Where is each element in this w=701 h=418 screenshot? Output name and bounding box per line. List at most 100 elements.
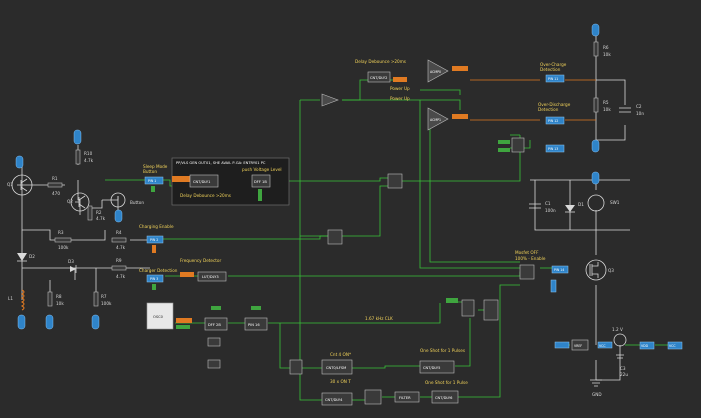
q1-top-pin[interactable] bbox=[15, 155, 24, 169]
transistor-q1[interactable] bbox=[11, 174, 33, 196]
mosfet-q3[interactable] bbox=[585, 259, 607, 281]
resistor-r9[interactable] bbox=[111, 265, 127, 271]
panel-in-tag[interactable] bbox=[172, 176, 190, 182]
resistor-r8[interactable] bbox=[47, 291, 53, 307]
resistor-r1[interactable] bbox=[47, 182, 63, 188]
lut-green-tag[interactable] bbox=[446, 298, 458, 303]
charging-enable-label: Charging Enable bbox=[139, 224, 174, 229]
cnt-top-out-tag[interactable] bbox=[393, 77, 407, 82]
r10-label: R10 bbox=[84, 151, 93, 156]
vcc-label-block[interactable] bbox=[597, 341, 613, 349]
freq-in-tag[interactable] bbox=[180, 272, 194, 277]
acmp1-triangle[interactable] bbox=[427, 107, 449, 131]
resistor-r5[interactable] bbox=[593, 97, 599, 113]
osc-out-tag-2[interactable] bbox=[176, 325, 190, 329]
lut-frequency-block[interactable] bbox=[197, 271, 227, 282]
vcc-top-pin[interactable] bbox=[591, 23, 600, 37]
r6-value: 10k bbox=[603, 52, 611, 57]
dff-top-tag[interactable] bbox=[211, 306, 221, 310]
inductor-l1[interactable] bbox=[20, 289, 25, 311]
panel-green-tab[interactable] bbox=[258, 189, 262, 201]
lut-bottom-middle[interactable] bbox=[364, 389, 382, 405]
resistor-r2[interactable] bbox=[87, 205, 93, 221]
acmp1-out-tag[interactable] bbox=[452, 114, 468, 119]
vref-block[interactable] bbox=[571, 339, 589, 351]
pin-block-13[interactable] bbox=[545, 144, 565, 153]
lut-mid-left[interactable] bbox=[327, 229, 343, 245]
c3-value: 22u bbox=[620, 372, 628, 377]
lut-bottom-left[interactable] bbox=[289, 359, 303, 375]
small-block-1[interactable] bbox=[207, 337, 221, 347]
cnt-dly-panel-block[interactable] bbox=[189, 174, 219, 188]
c2-value: 10n bbox=[636, 111, 644, 116]
osc-out-tag[interactable] bbox=[176, 318, 192, 323]
pin-block-charger-det[interactable] bbox=[146, 274, 164, 283]
motor-sw1-icon[interactable] bbox=[587, 194, 605, 212]
pin2-text: PIN 2 bbox=[150, 238, 158, 242]
diode-d2[interactable] bbox=[17, 253, 27, 261]
transistor-q2[interactable] bbox=[70, 192, 90, 212]
dff-right-block[interactable] bbox=[244, 317, 268, 331]
dff-panel-block[interactable] bbox=[251, 174, 271, 188]
pin2-tab[interactable] bbox=[152, 245, 156, 253]
resistor-r3[interactable] bbox=[54, 237, 72, 243]
dff-right-top-tag[interactable] bbox=[251, 306, 261, 310]
capacitor-c1[interactable] bbox=[529, 203, 541, 209]
lut-bottom-right[interactable] bbox=[461, 299, 475, 317]
capacitor-c3[interactable] bbox=[616, 354, 624, 359]
buffer-triangle[interactable] bbox=[321, 93, 339, 107]
cnt-fsm-block[interactable] bbox=[321, 359, 353, 375]
l1-pin[interactable] bbox=[17, 314, 26, 330]
pin-block-charging[interactable] bbox=[146, 235, 164, 244]
cnt-dly-top-block[interactable] bbox=[367, 71, 391, 83]
frequency-detector-label: Frequency Detector bbox=[180, 258, 221, 263]
resistor-r6[interactable] bbox=[593, 41, 599, 57]
capacitor-c2[interactable] bbox=[619, 107, 631, 113]
mosfet-pin-tab[interactable] bbox=[550, 279, 557, 293]
oscillator-block[interactable] bbox=[146, 302, 174, 330]
vdd-pin-top[interactable] bbox=[73, 129, 82, 145]
r3-value: 100k bbox=[58, 245, 69, 250]
filter-block[interactable] bbox=[394, 391, 420, 403]
dff-ref-block[interactable] bbox=[204, 317, 228, 331]
cnt-dly-bottom-block[interactable] bbox=[321, 392, 353, 406]
resistor-r7[interactable] bbox=[93, 291, 99, 307]
cnt-dly-panel-text: CNT/DLY1 bbox=[193, 180, 210, 184]
mux-bottom-right[interactable] bbox=[483, 299, 499, 321]
lut-middle-block[interactable] bbox=[387, 173, 403, 189]
r5-bottom-pin[interactable] bbox=[591, 139, 600, 153]
ref-dff-text: DFF 2B bbox=[208, 323, 221, 327]
pin1-tab[interactable] bbox=[151, 186, 155, 192]
diode-d3[interactable] bbox=[70, 266, 76, 272]
pin-block-overcharge[interactable] bbox=[545, 74, 565, 83]
pin-block-16[interactable] bbox=[554, 341, 570, 349]
r8-pin[interactable] bbox=[45, 314, 54, 330]
button-pin[interactable] bbox=[114, 209, 123, 223]
resistor-r10[interactable] bbox=[75, 149, 81, 165]
pin3-tab[interactable] bbox=[152, 284, 156, 290]
r7-pin[interactable] bbox=[91, 314, 100, 330]
acmp0-triangle[interactable] bbox=[427, 59, 449, 83]
resistor-r4[interactable] bbox=[111, 237, 127, 243]
button-switch-icon[interactable] bbox=[110, 192, 126, 208]
q2-label: Q2 bbox=[67, 199, 73, 204]
sw1-pin[interactable] bbox=[591, 171, 600, 185]
lut-mosfet-block[interactable] bbox=[519, 264, 535, 280]
lut-in-tag-2[interactable] bbox=[498, 148, 510, 152]
battery-source-icon[interactable] bbox=[613, 333, 627, 347]
pin-block-vcc[interactable] bbox=[639, 341, 655, 350]
lut-top-right[interactable] bbox=[511, 137, 525, 153]
sleep-mode-label: Sleep Mode bbox=[143, 164, 168, 169]
diode-d1[interactable] bbox=[565, 205, 575, 212]
pin-block-mosfet[interactable] bbox=[551, 265, 569, 274]
cnt-dly-one-block[interactable] bbox=[419, 360, 455, 374]
cnt-dly-one2-block[interactable] bbox=[431, 390, 459, 404]
acmp0-out-tag[interactable] bbox=[452, 66, 468, 71]
lut-in-tag-1[interactable] bbox=[498, 140, 510, 144]
pin-block-sleep[interactable] bbox=[144, 176, 164, 185]
small-block-2[interactable] bbox=[207, 359, 221, 369]
r2-value: 4.7k bbox=[96, 216, 106, 221]
pin-block-overdischarge[interactable] bbox=[545, 116, 565, 125]
pin-block-vcc2[interactable] bbox=[667, 341, 683, 350]
